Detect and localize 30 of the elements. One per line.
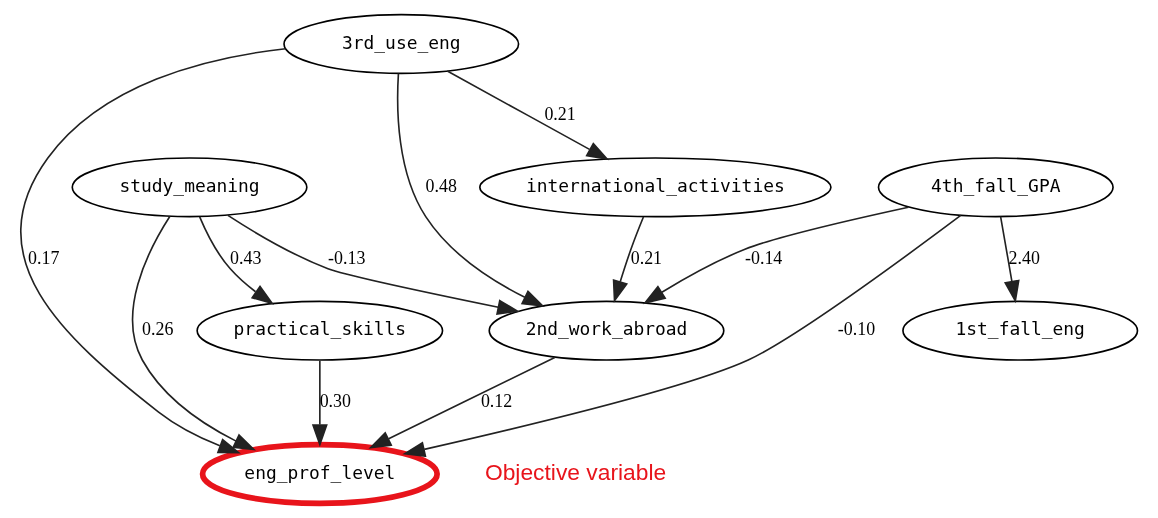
arrow — [642, 206, 910, 305]
arrow — [227, 214, 520, 315]
node-ellipse: 1st_fall_eng — [902, 300, 1139, 361]
edge-label: 0.21 — [544, 104, 576, 125]
edge-label: 0.21 — [630, 247, 663, 268]
node-ellipse: 4th_fall_GPA — [877, 157, 1114, 218]
arrow — [368, 356, 557, 449]
node-ellipse: practical_skills — [196, 300, 444, 361]
arrow — [131, 215, 257, 451]
edge-label: 0.26 — [142, 319, 174, 340]
arrow — [999, 215, 1020, 304]
arrow — [396, 72, 545, 307]
arrow — [198, 216, 275, 305]
node-label: Objective variable — [484, 459, 667, 486]
edge-label: -0.14 — [745, 247, 783, 268]
edge-label: 0.48 — [425, 175, 457, 196]
edge-label: -0.13 — [328, 247, 366, 268]
edge-label: 2.40 — [1008, 247, 1040, 268]
node-ellipse: study_meaning — [71, 157, 308, 218]
arrow — [311, 359, 328, 447]
edge-label: -0.10 — [837, 319, 876, 340]
arrow — [446, 70, 610, 161]
arrow — [402, 214, 962, 458]
edge-label: 0.12 — [480, 390, 513, 411]
node-ellipse: 3rd_use_eng — [283, 13, 520, 75]
edge-label: 0.43 — [230, 247, 262, 268]
node-ellipse: international_activities — [479, 157, 832, 218]
arrow — [612, 216, 645, 304]
arrow — [20, 47, 287, 454]
edge-label: 0.17 — [28, 247, 60, 268]
